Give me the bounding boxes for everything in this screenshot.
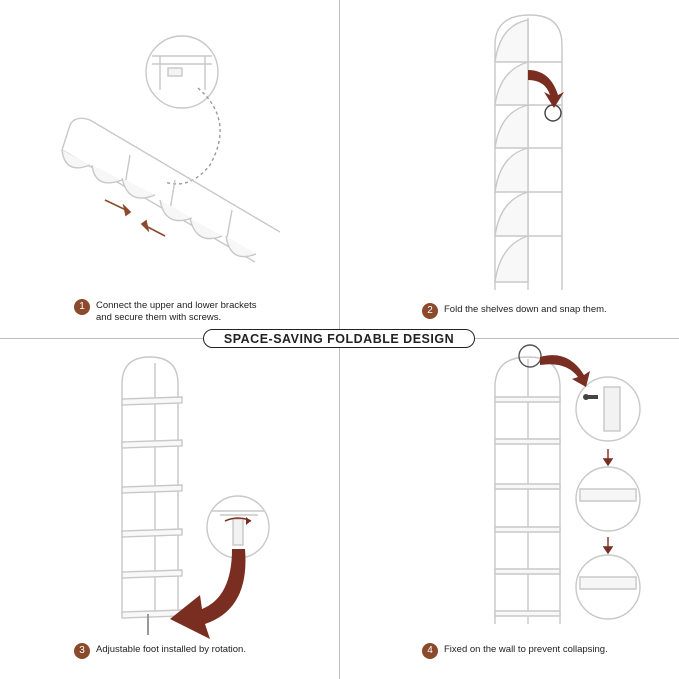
screw-icon [583,394,598,400]
curved-arrow [528,70,564,108]
zoom-circle-hinge [544,104,562,122]
step-3-badge: 3 [74,643,90,659]
curved-arrow-wall [540,355,590,387]
panel-1-illustration [61,35,281,263]
down-arrow [602,449,614,555]
zoom-circle-top [518,344,542,368]
step-3-text: Adjustable foot installed by rotation. [96,644,246,655]
curved-arrow-foot [170,549,246,639]
panel-2-illustration [494,14,564,290]
step-2-text: Fold the shelves down and snap them. [444,304,607,315]
step-4-badge: 4 [422,643,438,659]
panel-3-illustration [121,356,270,639]
step-3: 3 Adjustable foot installed by rotation. [74,643,246,659]
step-4-text: Fixed on the wall to prevent collapsing. [444,644,608,655]
step-1-badge: 1 [74,299,90,315]
step-2: 2 Fold the shelves down and snap them. [422,303,607,319]
feature-banner: SPACE-SAVING FOLDABLE DESIGN [203,329,475,348]
step-1: 1 Connect the upper and lower brackets a… [74,299,257,324]
step-4: 4 Fixed on the wall to prevent collapsin… [422,643,608,659]
step-2-badge: 2 [422,303,438,319]
panel-4-illustration [494,344,641,624]
step-1-text: Connect the upper and lower brackets and… [96,300,257,323]
